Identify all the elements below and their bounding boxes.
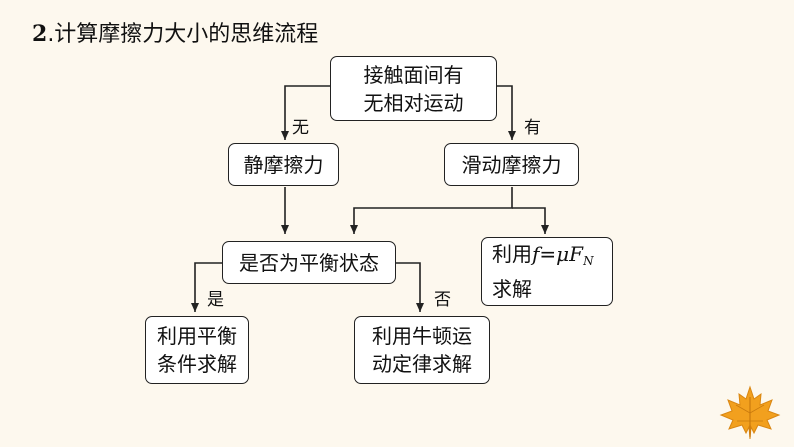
title-number: 2 [32, 21, 48, 47]
node-sliding-friction: 滑动摩擦力 [444, 143, 579, 186]
node-equilibrium-line1: 利用平衡 [157, 324, 237, 348]
edge-label-yes: 是 [207, 290, 224, 310]
arrow-balance-to-newton [396, 262, 424, 312]
formula-eq: = [539, 242, 557, 266]
node-newton: 利用牛顿运 动定律求解 [354, 316, 490, 384]
edge-label-no: 否 [434, 290, 451, 310]
page-title: 2.计算摩擦力大小的思维流程 [32, 20, 318, 49]
node-newton-line2: 动定律求解 [372, 352, 472, 376]
formula-subscript: N [583, 254, 594, 268]
title-text: .计算摩擦力大小的思维流程 [47, 22, 319, 47]
arrow-root-to-static [281, 85, 330, 140]
edge-label-no-motion: 无 [292, 118, 309, 138]
node-static-friction-label: 静摩擦力 [243, 152, 324, 177]
arrow-root-to-sliding [497, 85, 516, 140]
node-formula: 利用f=μFN 求解 [481, 237, 613, 306]
node-relative-motion-line1: 接触面间有 [363, 62, 464, 87]
arrow-balance-to-equilibrium [191, 262, 222, 312]
formula-f: f [532, 242, 540, 266]
node-equilibrium-line2: 条件求解 [157, 352, 237, 376]
formula-prefix: 利用 [492, 242, 532, 266]
node-equilibrium: 利用平衡 条件求解 [145, 316, 249, 384]
formula-mu: μ [556, 242, 570, 266]
edge-label-has-motion: 有 [524, 118, 541, 138]
formula-F: F [569, 242, 584, 266]
arrow-sliding-to-formula [512, 207, 549, 234]
node-balance-check: 是否为平衡状态 [222, 241, 396, 284]
node-balance-check-label: 是否为平衡状态 [239, 250, 379, 275]
node-newton-line1: 利用牛顿运 [372, 324, 472, 348]
node-sliding-friction-label: 滑动摩擦力 [461, 152, 562, 177]
maple-leaf-icon [719, 385, 781, 440]
formula-line1: 利用f=μFN [492, 240, 594, 275]
node-relative-motion: 接触面间有 无相对运动 [330, 56, 497, 121]
formula-line2: 求解 [492, 277, 532, 301]
arrow-sliding-split [350, 187, 513, 234]
node-relative-motion-line2: 无相对运动 [363, 90, 464, 115]
node-static-friction: 静摩擦力 [228, 143, 339, 186]
